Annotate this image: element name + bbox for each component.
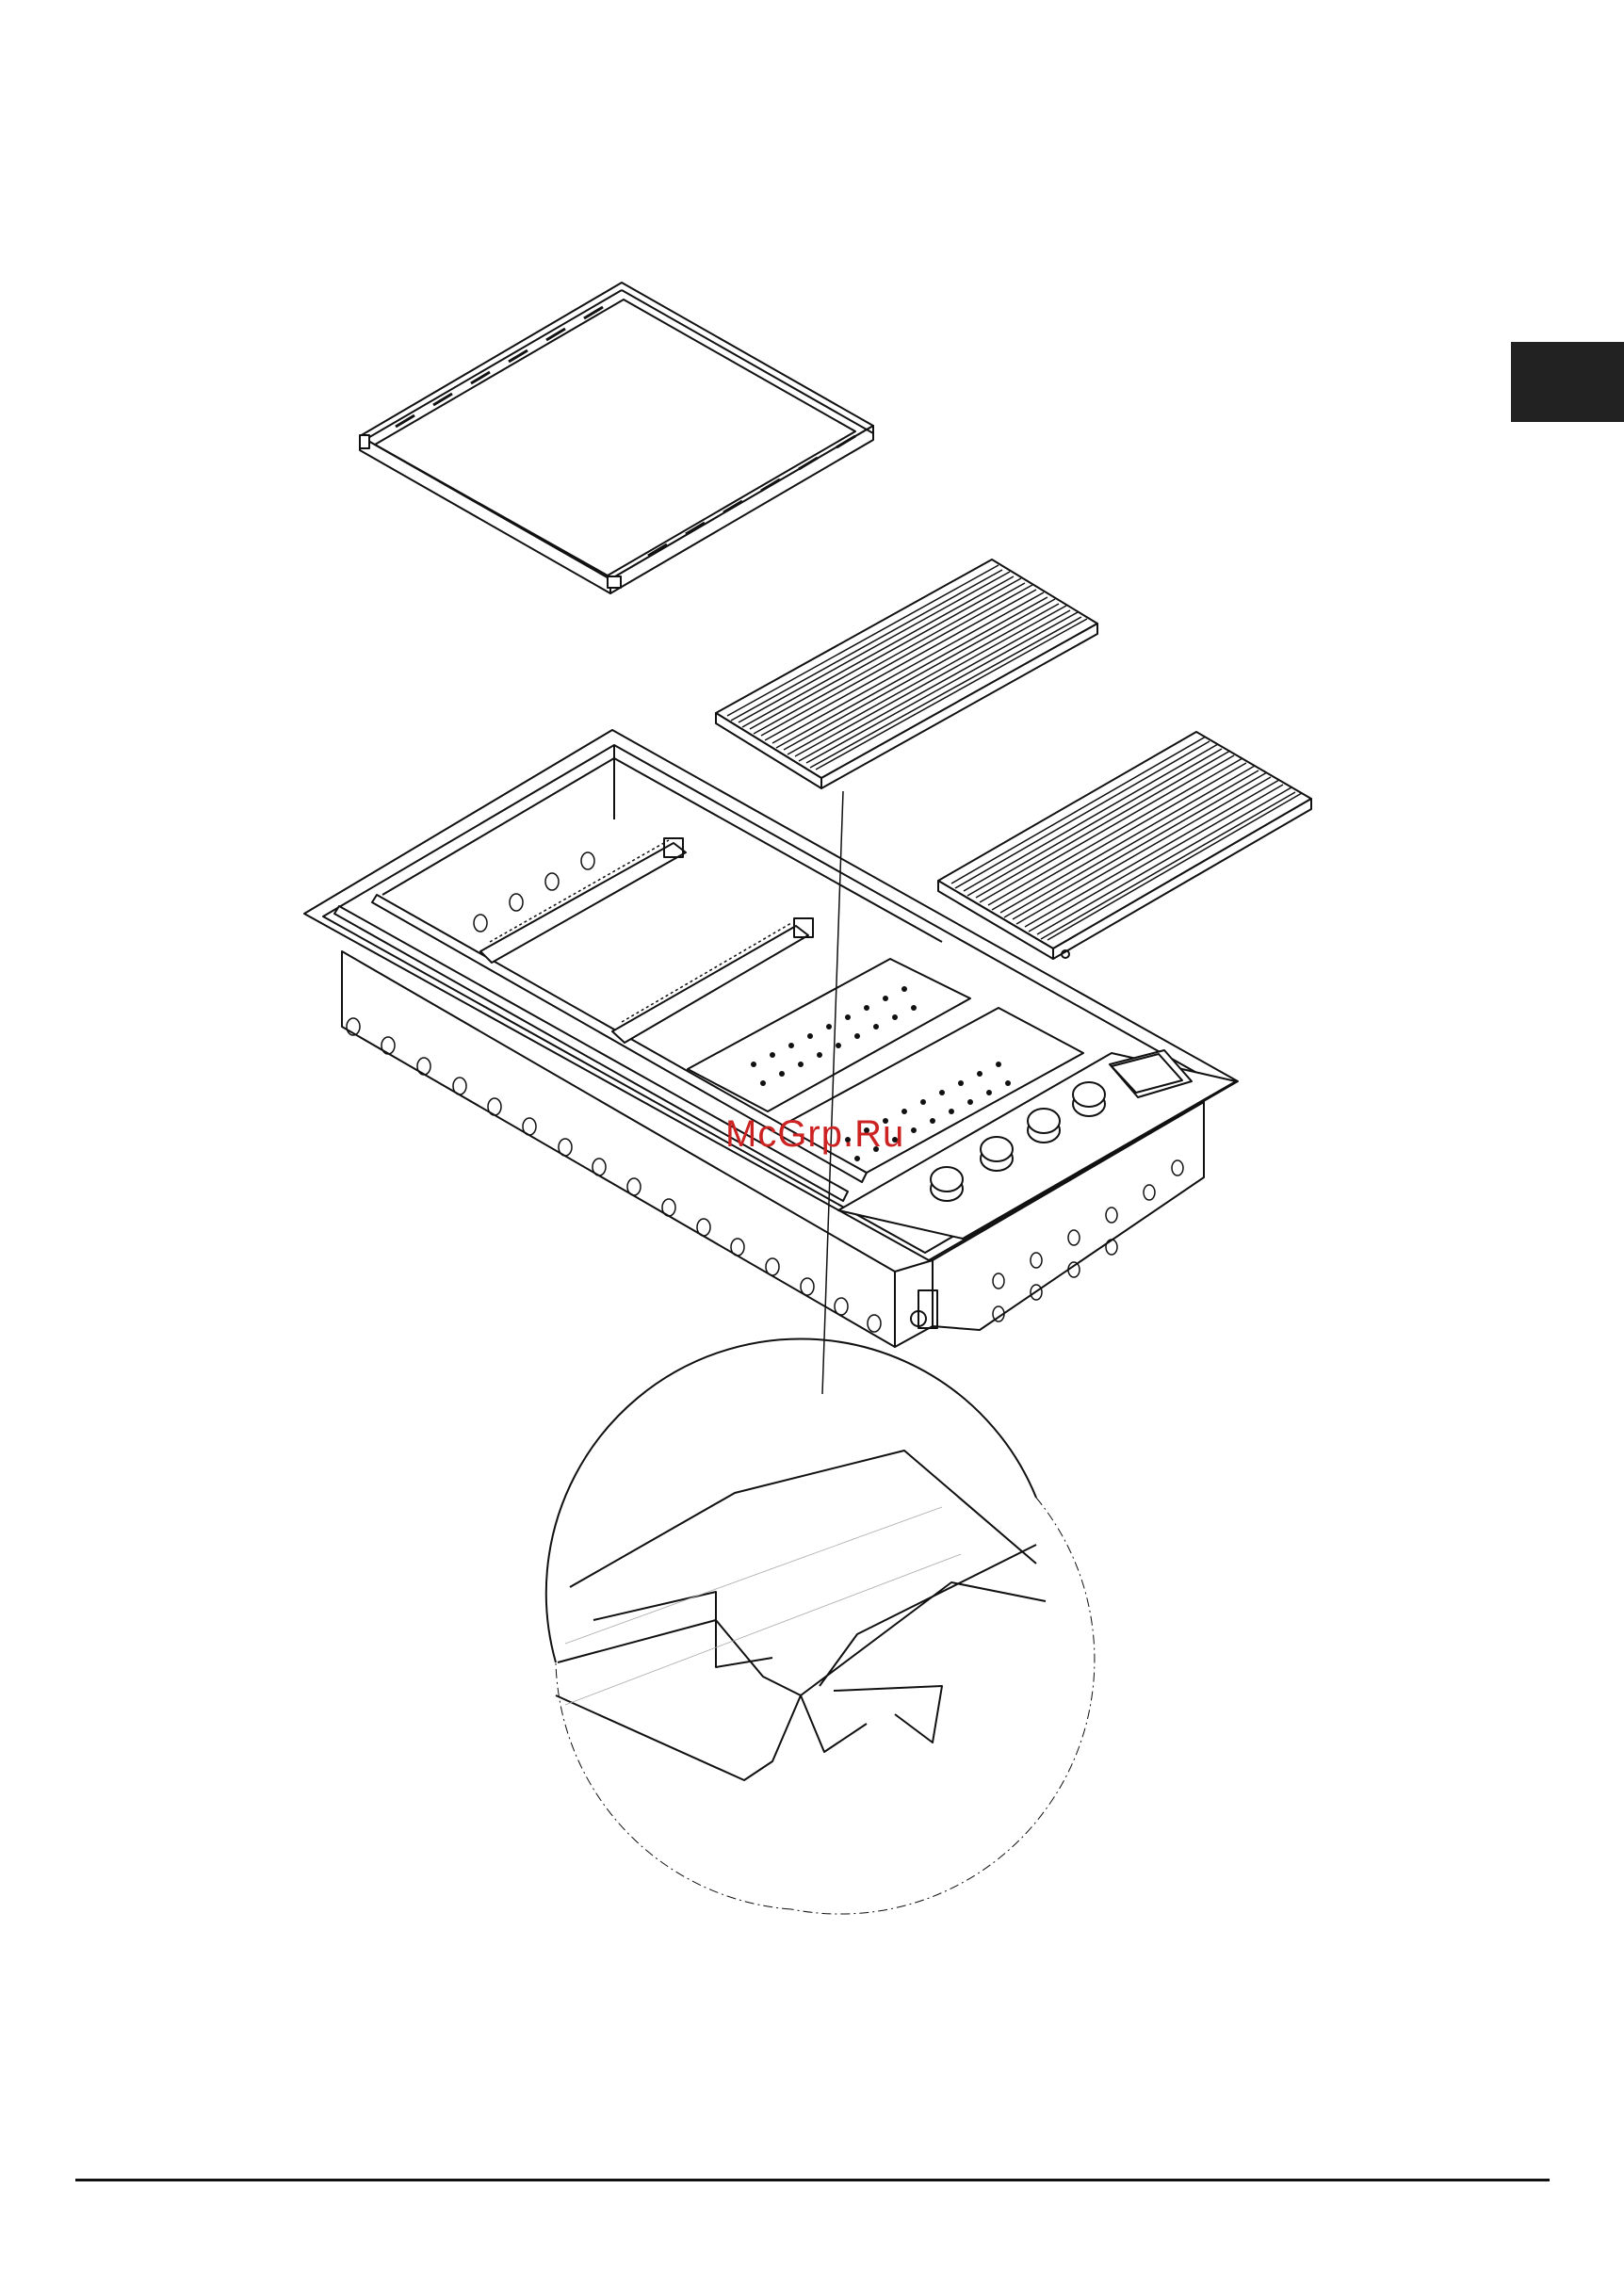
cooking-grate-right — [938, 732, 1311, 959]
footer-rule — [75, 2179, 1550, 2181]
watermark-text: McGrp.Ru — [725, 1113, 904, 1156]
cooking-grate-left — [716, 559, 1097, 788]
griddle-plate — [360, 283, 873, 593]
detail-magnifier — [546, 1338, 1095, 1914]
